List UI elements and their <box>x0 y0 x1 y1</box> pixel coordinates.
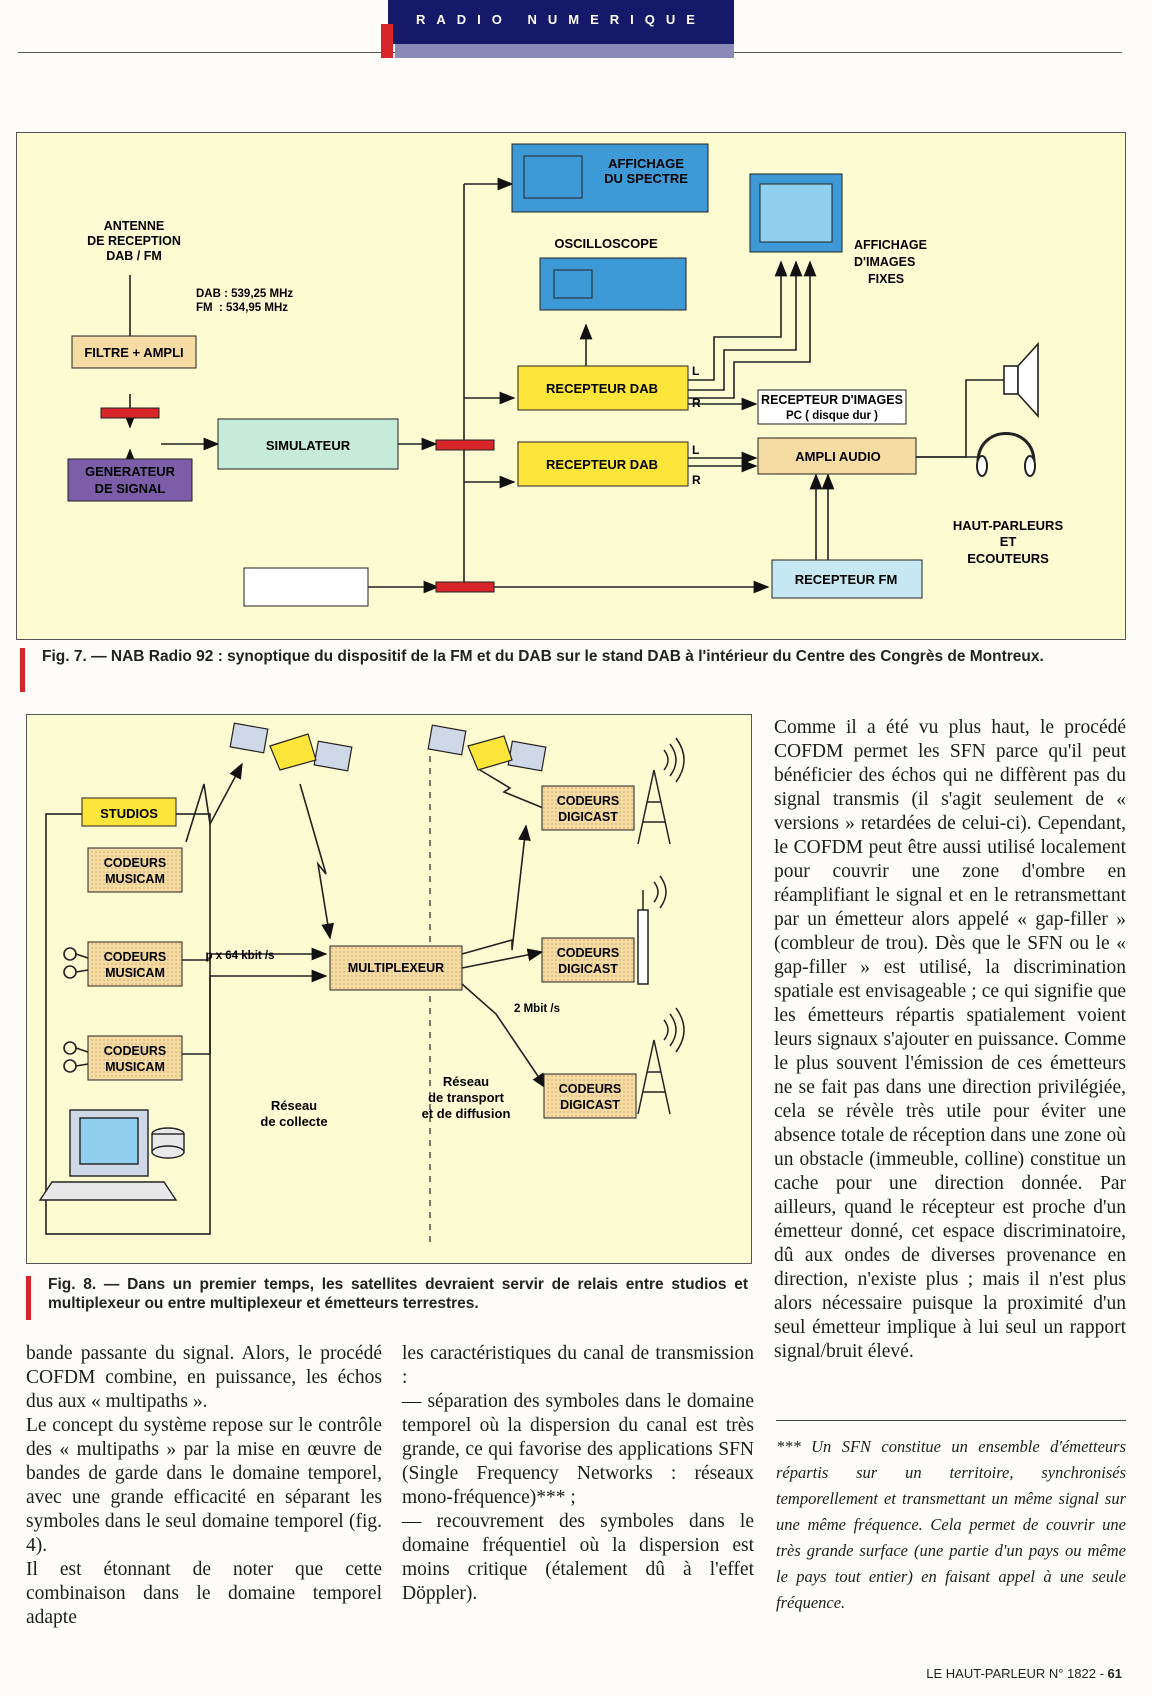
svg-text:DIGICAST: DIGICAST <box>560 1098 620 1112</box>
svg-text:de transport: de transport <box>428 1090 505 1105</box>
section-title: RADIO NUMERIQUE <box>416 12 706 27</box>
svg-text:SIMULATEUR: SIMULATEUR <box>266 438 351 453</box>
svg-text:FILTRE + AMPLI: FILTRE + AMPLI <box>84 345 183 360</box>
simulateur-box <box>217 418 399 470</box>
fig7-diagram: FILTRE + AMPLI GENERATEUR DE SIGNAL SIMU… <box>16 132 1126 640</box>
svg-text:HAUT-PARLEURS: HAUT-PARLEURS <box>953 518 1064 533</box>
svg-text:CODEURS: CODEURS <box>557 946 620 960</box>
studios-label-box <box>81 797 177 827</box>
svg-text:RECEPTEUR FM: RECEPTEUR FM <box>795 572 898 587</box>
svg-text:AMPLI AUDIO: AMPLI AUDIO <box>795 449 880 464</box>
codeur-digicast-1: CODEURS DIGICAST <box>541 785 635 831</box>
microphone-icon <box>63 947 89 1073</box>
ampli-audio-box <box>757 437 917 475</box>
svg-text:CODEURS: CODEURS <box>104 950 167 964</box>
svg-text:CODEURS: CODEURS <box>559 1082 622 1096</box>
middle-column-text: les caractéristiques du canal de transmi… <box>402 1343 754 1604</box>
page-footer: LE HAUT-PARLEUR N° 1822 - 61 <box>926 1666 1122 1681</box>
svg-text:DIGICAST: DIGICAST <box>558 962 618 976</box>
recepteur-fm-box <box>771 559 923 599</box>
fig8-caption: Fig. 8. — Dans un premier temps, les sat… <box>48 1276 748 1312</box>
header-box <box>388 0 734 44</box>
svg-text:Réseau: Réseau <box>271 1098 317 1113</box>
svg-text:ET: ET <box>1000 534 1017 549</box>
svg-text:p x 64 kbit /s: p x 64 kbit /s <box>205 950 274 962</box>
svg-text:GENERATEUR: GENERATEUR <box>85 464 176 479</box>
right-column-text: Comme il a été vu plus haut, le procédé … <box>774 717 1126 1362</box>
footnote-rule <box>776 1420 1126 1421</box>
fig7-caption: Fig. 7. — NAB Radio 92 : synoptique du d… <box>42 648 1044 665</box>
satellite-icon <box>427 724 547 772</box>
svg-text:RECEPTEUR DAB: RECEPTEUR DAB <box>546 457 658 472</box>
svg-text:AFFICHAGE: AFFICHAGE <box>854 238 927 252</box>
speaker-icon <box>1003 341 1039 419</box>
caption-bar <box>26 1276 31 1320</box>
splitter-1 <box>100 407 160 419</box>
codeur-musicam-2: CODEURS MUSICAM <box>87 941 183 987</box>
recepteur-images-box <box>757 389 907 425</box>
codeur-digicast-3: CODEURS DIGICAST <box>543 1073 637 1119</box>
recepteur-dab-1 <box>517 365 689 411</box>
svg-text:L: L <box>692 364 699 378</box>
filtre-box <box>71 335 197 369</box>
transmitter-tower-icon <box>637 737 685 845</box>
svg-text:L: L <box>692 443 699 457</box>
footnote: *** Un SFN constitue un ensemble d'émett… <box>776 1437 1126 1612</box>
header-band <box>395 44 734 58</box>
caption-bar <box>20 648 25 692</box>
left-column-text: bande passante du signal. Alors, le proc… <box>26 1343 382 1628</box>
fig8-diagram: STUDIOS CODEURS MUSICAM CODEURS MUSICAM … <box>26 714 752 1264</box>
svg-text:AFFICHAGE: AFFICHAGE <box>608 156 684 171</box>
svg-text:DIGICAST: DIGICAST <box>558 810 618 824</box>
svg-text:MULTIPLEXEUR: MULTIPLEXEUR <box>348 961 444 975</box>
svg-text:ANTENNE: ANTENNE <box>104 219 164 233</box>
svg-text:Réseau: Réseau <box>443 1074 489 1089</box>
svg-text:R: R <box>692 396 701 410</box>
codeur-musicam-3: CODEURS MUSICAM <box>87 1035 183 1081</box>
svg-text:RECEPTEUR DAB: RECEPTEUR DAB <box>546 381 658 396</box>
svg-text:de collecte: de collecte <box>260 1114 327 1129</box>
svg-text:STUDIOS: STUDIOS <box>100 806 158 821</box>
splitter-3 <box>435 581 495 593</box>
svg-text:FM : 534,95 MHz: FM : 534,95 MHz <box>196 302 288 314</box>
svg-text:2 Mbit /s: 2 Mbit /s <box>514 1003 560 1015</box>
svg-text:DU SPECTRE: DU SPECTRE <box>604 171 688 186</box>
transmitter-tower-icon <box>637 1007 685 1115</box>
svg-text:RECEPTEUR D'IMAGES: RECEPTEUR D'IMAGES <box>761 393 903 407</box>
svg-text:MUSICAM: MUSICAM <box>105 872 165 886</box>
headphones-icon <box>976 432 1036 477</box>
svg-text:OSCILLOSCOPE: OSCILLOSCOPE <box>554 236 658 251</box>
svg-text:CODEURS: CODEURS <box>104 1044 167 1058</box>
svg-text:FIXES: FIXES <box>868 272 904 286</box>
header-accent <box>381 24 393 58</box>
svg-text:CODEURS: CODEURS <box>104 856 167 870</box>
svg-text:DE SIGNAL: DE SIGNAL <box>95 481 166 496</box>
satellite-icon <box>229 722 353 772</box>
codeur-musicam-1: CODEURS MUSICAM <box>87 847 183 893</box>
computer-icon <box>38 1109 185 1201</box>
codeur-digicast-2: CODEURS DIGICAST <box>541 937 635 983</box>
svg-text:MUSICAM: MUSICAM <box>105 966 165 980</box>
svg-text:DAB : 539,25 MHz: DAB : 539,25 MHz <box>196 288 293 300</box>
recepteur-dab-2 <box>517 441 689 487</box>
splitter-2 <box>435 439 495 451</box>
svg-text:et de diffusion: et de diffusion <box>422 1106 511 1121</box>
svg-text:R: R <box>692 473 701 487</box>
svg-text:MUSICAM: MUSICAM <box>105 1060 165 1074</box>
generateur-box <box>67 458 193 502</box>
svg-text:DAB / FM: DAB / FM <box>106 249 162 263</box>
svg-text:ECOUTEURS: ECOUTEURS <box>967 551 1049 566</box>
signal-source-box <box>243 567 369 607</box>
svg-text:CODEURS: CODEURS <box>557 794 620 808</box>
svg-text:D'IMAGES: D'IMAGES <box>854 255 915 269</box>
svg-text:DE RECEPTION: DE RECEPTION <box>87 234 181 248</box>
svg-text:PC ( disque dur ): PC ( disque dur ) <box>786 410 878 422</box>
transmitter-mast-icon <box>637 875 667 985</box>
